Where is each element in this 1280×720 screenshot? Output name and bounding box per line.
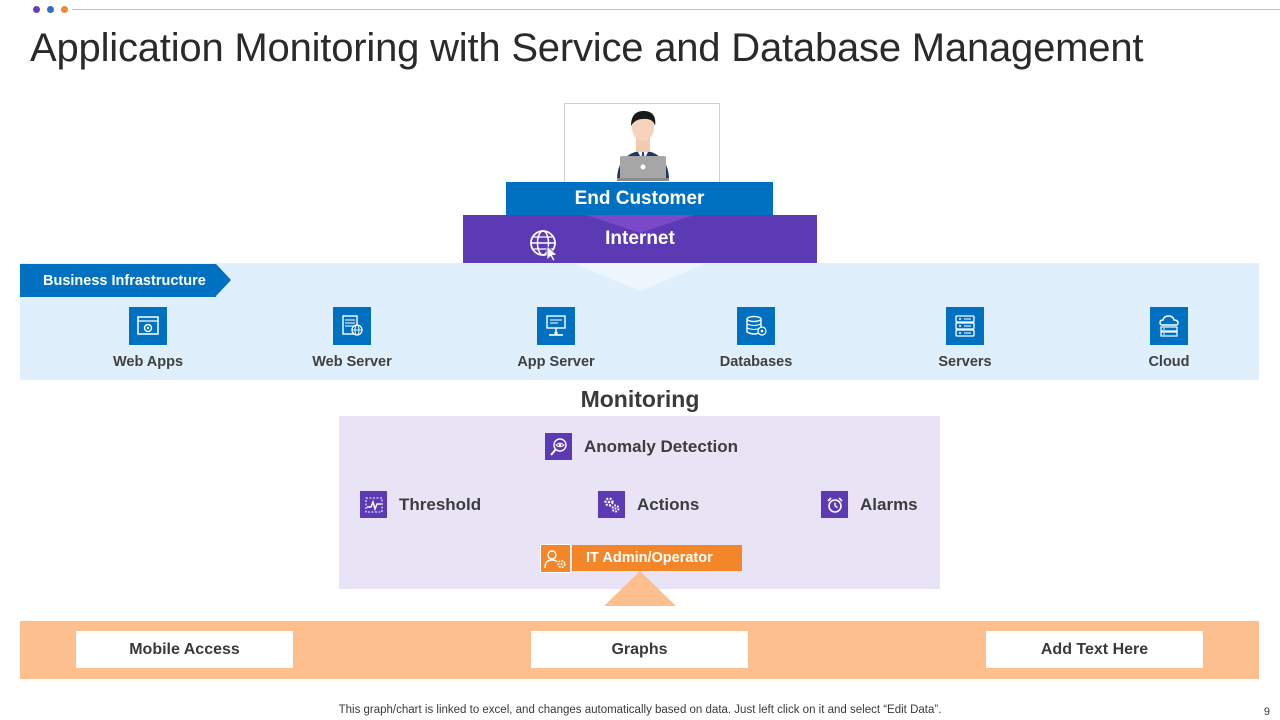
page-number: 9: [1263, 706, 1270, 718]
infra-item-cloud: Cloud: [1089, 307, 1249, 370]
internet-arrow: [574, 263, 706, 291]
infra-item-servers: Servers: [885, 307, 1045, 370]
infra-label: Databases: [719, 354, 793, 370]
monitoring-item-anomaly: Anomaly Detection: [545, 433, 738, 460]
customer-avatar-box: [564, 103, 720, 183]
person-with-laptop-icon: [617, 110, 669, 181]
monitoring-item-threshold: Threshold: [360, 491, 481, 518]
globe-cursor-icon: [530, 230, 558, 261]
end-customer-bar: End Customer: [506, 182, 773, 215]
internet-label: Internet: [605, 228, 675, 249]
alarm-clock-icon: [821, 491, 848, 518]
bottom-box-mobile-access: Mobile Access: [76, 631, 293, 668]
database-icon: [737, 307, 775, 345]
infra-item-web-server: Web Server: [272, 307, 432, 370]
infra-item-databases: Databases: [676, 307, 836, 370]
business-label-arrow: [216, 264, 231, 296]
infra-label: Servers: [938, 354, 992, 370]
monitoring-item-alarms: Alarms: [821, 491, 918, 518]
infra-item-web-apps: Web Apps: [68, 307, 228, 370]
actions-label: Actions: [637, 494, 700, 514]
infra-item-app-server: App Server: [476, 307, 636, 370]
footer-note: This graph/chart is linked to excel, and…: [338, 704, 942, 716]
gears-icon: [598, 491, 625, 518]
threshold-chart-icon: [360, 491, 387, 518]
threshold-label: Threshold: [399, 494, 482, 514]
monitoring-item-actions: Actions: [598, 491, 699, 518]
customer-arrow: [586, 215, 694, 233]
accent-dots: [33, 6, 73, 14]
it-admin-label: IT Admin/Operator: [572, 545, 742, 571]
infra-label: Web Server: [312, 354, 392, 370]
infra-label: Web Apps: [112, 354, 184, 370]
web-server-icon: [333, 307, 371, 345]
header-divider: [72, 9, 1280, 10]
app-server-icon: [537, 307, 575, 345]
end-customer-label: End Customer: [574, 187, 705, 209]
business-infrastructure-label: Business Infrastructure: [20, 264, 216, 297]
monitoring-title: Monitoring: [580, 386, 700, 412]
infra-label: Cloud: [1148, 354, 1190, 370]
admin-gear-user-icon: [540, 544, 571, 573]
anomaly-detection-label: Anomaly Detection: [584, 436, 738, 456]
accent-dot: [61, 6, 68, 13]
bottom-box-graphs: Graphs: [531, 631, 748, 668]
accent-dot: [47, 6, 54, 13]
bottom-box-add-text: Add Text Here: [986, 631, 1203, 668]
accent-dot: [33, 6, 40, 13]
admin-arrow: [604, 571, 676, 606]
cloud-server-icon: [1150, 307, 1188, 345]
server-rack-icon: [946, 307, 984, 345]
magnifier-eye-icon: [545, 433, 572, 460]
slide-title: Application Monitoring with Service and …: [30, 26, 1144, 70]
alarms-label: Alarms: [860, 494, 918, 514]
web-app-icon: [129, 307, 167, 345]
infra-label: App Server: [517, 354, 595, 370]
